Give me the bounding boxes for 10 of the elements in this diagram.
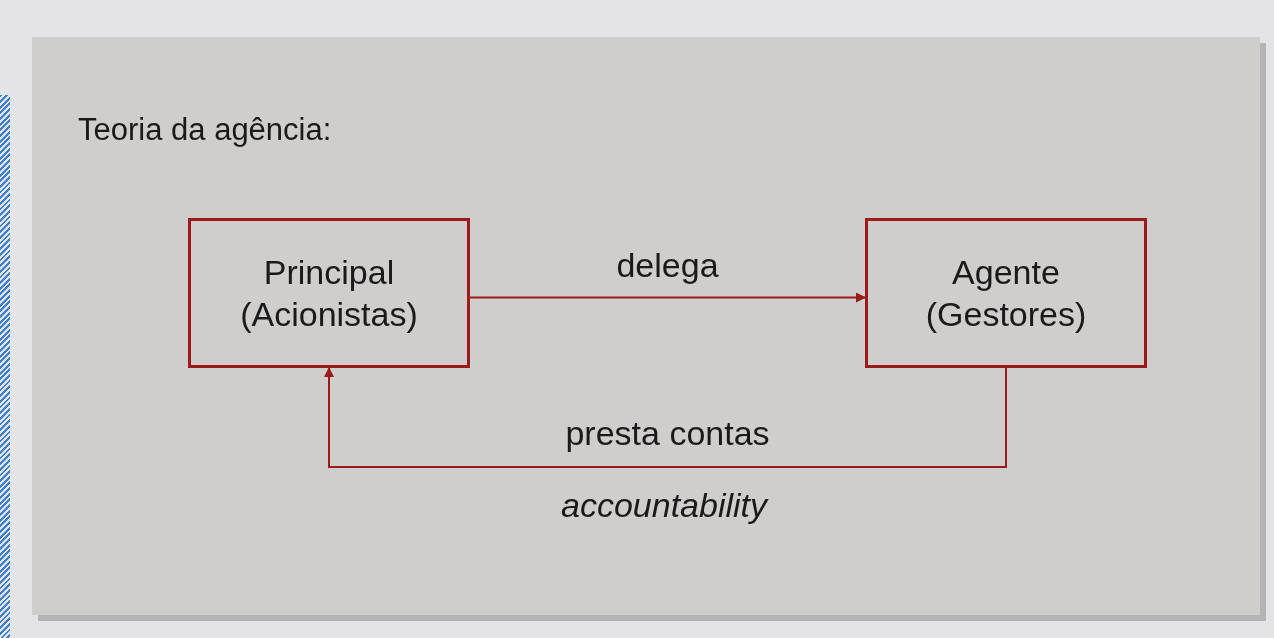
box [188,218,470,368]
arrow [469,292,866,303]
box-label: Principal (Acionistas) [239,252,419,335]
box [865,218,1147,368]
arrow [324,367,1007,468]
title: Teoria da agência: [78,112,332,148]
edge-label: presta contas [565,413,770,453]
edge-label: delega [616,245,719,285]
note: accountability [561,485,767,525]
box-label: Agente (Gestores) [924,252,1088,335]
